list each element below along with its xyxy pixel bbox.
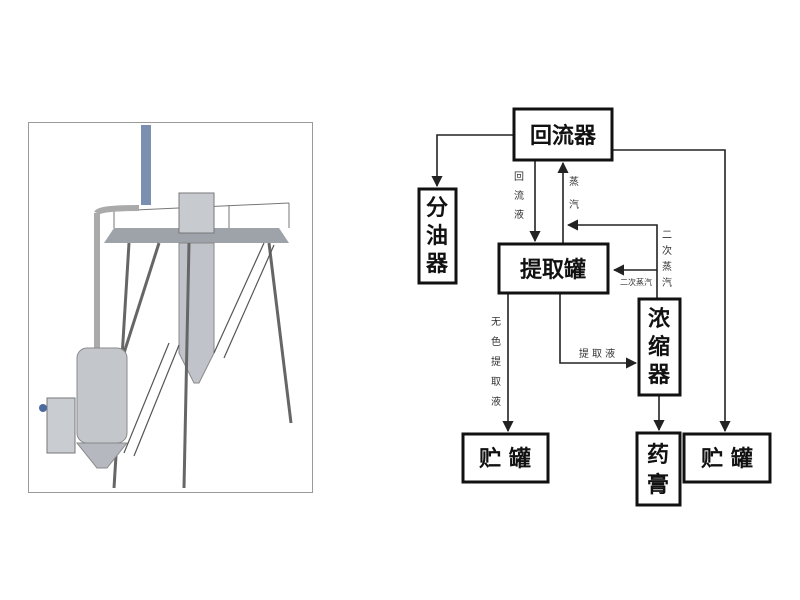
arrow-reflux-to-storage-right [613, 149, 731, 433]
node-storage-left: 贮 罐 [461, 432, 550, 484]
node-label-char: 膏 [647, 472, 669, 498]
node-extraction-tank: 提取罐 [497, 242, 610, 295]
stairs [123, 242, 275, 457]
node-label: 提取罐 [520, 257, 586, 283]
equipment-photo [28, 122, 313, 493]
node-label-char: 缩 [648, 334, 670, 360]
edge-label-char: 次 [662, 244, 672, 257]
node-label: 贮 罐 [701, 446, 753, 472]
edge-label-secondary-steam-horizontal: 二次蒸汽 [620, 277, 652, 287]
node-label-char: 器 [425, 252, 449, 277]
valve [39, 404, 47, 412]
platform [104, 228, 289, 243]
edge-label-secondary-steam-vertical: 二 次 蒸 汽 [662, 230, 672, 289]
edge-label-char: 二 [662, 230, 672, 241]
edge-label-reflux-liquid: 回 流 液 [514, 171, 524, 221]
edge-label-char: 色 [491, 335, 501, 348]
node-label-char: 油 [426, 224, 448, 249]
concentrator-cone [75, 442, 129, 469]
node-reflux: 回流器 [512, 107, 614, 162]
node-storage-right: 贮 罐 [682, 432, 772, 484]
edge-label-colorless-extract: 无 色 提 取 液 [491, 317, 501, 408]
edge-label-char: 汽 [569, 198, 579, 211]
node-label-char: 分 [426, 196, 448, 221]
edge-label-steam: 蒸 汽 [569, 176, 579, 211]
edge-label-char: 提 [491, 356, 501, 368]
node-label-char: 浓 [648, 307, 671, 332]
edge-label-extract: 提 取 液 [579, 347, 615, 360]
arrow-secondary-steam-top [566, 219, 658, 298]
edge-label-char: 蒸 [662, 261, 672, 273]
small-tank [46, 397, 76, 454]
edge-label-char: 液 [491, 395, 501, 408]
edge-label-char: 液 [514, 208, 524, 221]
edge-label-char: 无 [491, 317, 501, 328]
extraction-tank-top [178, 192, 215, 234]
node-paste: 药 膏 [635, 431, 682, 507]
node-label: 贮 罐 [479, 446, 531, 472]
pipe-bend [94, 205, 140, 216]
edge-label-char: 汽 [662, 276, 672, 289]
arrow-reflux-to-oil-separator [431, 134, 513, 188]
edge-label-char: 取 [491, 376, 501, 388]
edge-label-char: 回 [514, 171, 524, 183]
connectors [431, 134, 731, 433]
edge-label-char: 蒸 [569, 176, 579, 188]
extraction-equipment-illustration [39, 125, 293, 489]
node-label-char: 药 [647, 443, 669, 468]
edge-label-char: 流 [514, 189, 524, 202]
chimney [141, 125, 151, 205]
node-label-char: 器 [647, 363, 671, 388]
node-oil-separator: 分 油 器 [417, 187, 458, 285]
node-label: 回流器 [530, 123, 597, 149]
node-concentrator: 浓 缩 器 [637, 297, 682, 397]
arrow-extract [559, 294, 638, 369]
